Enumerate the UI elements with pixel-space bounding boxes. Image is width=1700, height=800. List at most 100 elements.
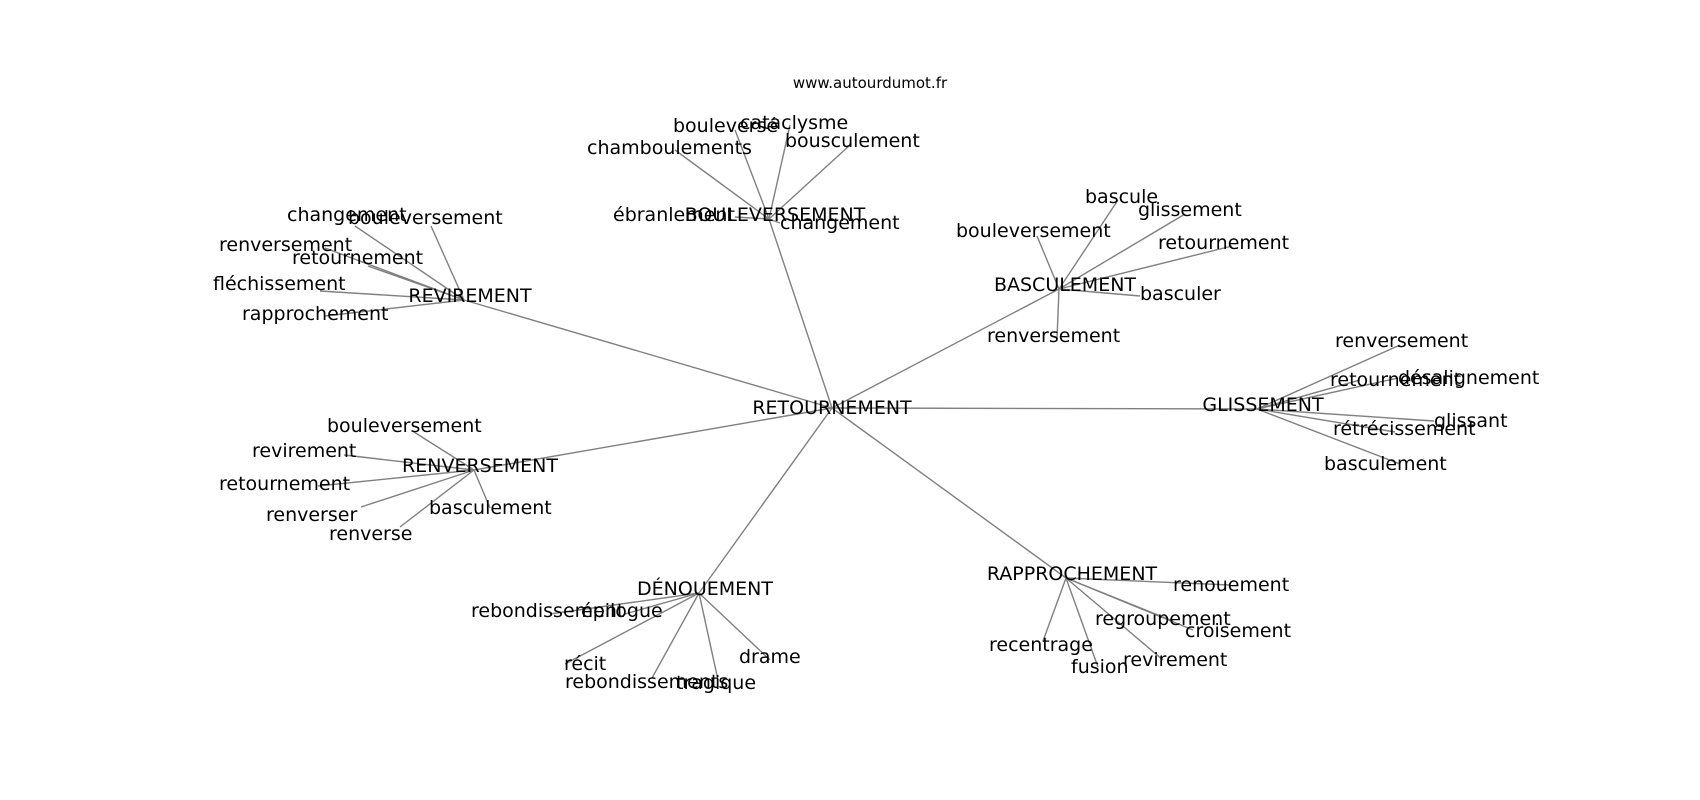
edge-denouement-leaf-4 [698, 592, 719, 681]
edge-basculement-leaf-5 [1056, 288, 1060, 340]
leaf-node-basculement-0: bascule [1085, 186, 1158, 208]
edge-denouement-leaf-5 [698, 592, 771, 661]
edge-rapprochement-leaf-3 [1042, 577, 1067, 642]
hub-node-denouement: DÉNOUEMENT [637, 577, 773, 600]
edge-basculement-leaf-2 [1036, 235, 1060, 290]
edge-bouleversement-leaf-4 [734, 216, 770, 220]
edge-rapprochement-leaf-0 [1065, 577, 1231, 586]
leaf-node-rapprochement-4: fusion [1071, 656, 1129, 678]
leaf-node-renversement-3: renverser [266, 504, 357, 526]
leaf-node-basculement-4: basculer [1140, 283, 1221, 305]
leaf-node-renversement-2: retournement [219, 473, 350, 495]
hub-node-renversement: RENVERSEMENT [402, 455, 558, 477]
leaf-node-rapprochement-3: recentrage [989, 634, 1093, 656]
edge-renversement-leaf-2 [317, 469, 475, 487]
edge-basculement-leaf-3 [1058, 245, 1233, 290]
source-label: www.autourdumot.fr [793, 74, 948, 92]
hub-node-revirement: REVIREMENT [408, 285, 532, 307]
leaf-node-denouement-3: rebondissements [565, 671, 728, 693]
edge-denouement-leaf-0 [549, 592, 700, 615]
labels-layer: RETOURNEMENT BOULEVERSEMENT bouleversécata… [213, 112, 1539, 694]
edge-glissement-leaf-3 [1256, 408, 1435, 422]
edge-revirement-leaf-1 [430, 225, 465, 301]
hub-node-rapprochement: RAPPROCHEMENT [987, 563, 1158, 585]
edge-revirement-leaf-5 [324, 299, 465, 317]
leaf-node-basculement-3: retournement [1158, 232, 1289, 254]
leaf-node-denouement-4: tragique [676, 672, 756, 694]
leaf-node-glissement-1: retournement [1330, 369, 1461, 391]
edge-center-renversement [473, 407, 833, 471]
leaf-node-bouleversement-3: chamboulements [587, 137, 752, 159]
edge-revirement-leaf-3 [367, 265, 465, 301]
leaf-node-denouement-0: rebondissement [471, 600, 624, 622]
leaf-node-rapprochement-2: croisement [1185, 620, 1291, 642]
leaf-node-revirement-5: rapprochement [242, 303, 388, 325]
edge-renversement-leaf-3 [360, 469, 475, 508]
edge-center-denouement [698, 407, 833, 594]
edge-bouleversement-leaf-5 [768, 218, 781, 224]
edge-denouement-leaf-1 [624, 592, 700, 615]
edge-revirement-leaf-0 [354, 225, 465, 301]
edge-glissement-leaf-0 [1256, 344, 1401, 410]
leaf-node-glissement-2: désalignement [1398, 367, 1539, 389]
leaf-node-basculement-1: glissement [1138, 199, 1242, 221]
edge-glissement-leaf-2 [1256, 377, 1399, 410]
edge-basculement-leaf-0 [1058, 199, 1119, 290]
edge-bouleversement-leaf-3 [674, 149, 770, 220]
edge-center-rapprochement [831, 407, 1067, 579]
leaf-node-bouleversement-2: bousculement [785, 130, 920, 152]
leaf-node-denouement-1: épilogue [581, 600, 663, 622]
leaf-node-bouleversement-1: cataclysme [740, 112, 848, 134]
leaf-node-revirement-0: changement [287, 204, 407, 226]
leaf-node-bouleversement-4: ébranlement [613, 204, 735, 226]
edge-bouleversement-leaf-2 [768, 144, 851, 220]
leaf-node-revirement-4: fléchissement [213, 273, 346, 295]
leaf-node-revirement-2: renversement [219, 234, 352, 256]
leaf-node-bouleversement-0: bouleversé [673, 115, 778, 137]
edge-revirement-leaf-4 [319, 290, 465, 301]
edge-bouleversement-leaf-0 [734, 129, 770, 220]
edge-basculement-leaf-1 [1058, 213, 1186, 290]
leaf-node-denouement-5: drame [739, 646, 801, 668]
leaf-node-revirement-1: bouleversement [348, 207, 503, 229]
edge-glissement-leaf-4 [1256, 408, 1396, 433]
hub-node-glissement: GLISSEMENT [1202, 394, 1324, 416]
leaf-node-revirement-3: retournement [292, 247, 423, 269]
edge-glissement-leaf-1 [1256, 379, 1361, 410]
edge-renversement-leaf-0 [413, 431, 475, 471]
edge-basculement-leaf-4 [1058, 288, 1141, 297]
center-node-label: RETOURNEMENT [752, 397, 912, 419]
hub-node-basculement: BASCULEMENT [994, 274, 1136, 296]
edge-rapprochement-leaf-5 [1065, 577, 1164, 661]
edge-center-glissement [831, 407, 1258, 410]
leaf-node-glissement-3: glissant [1434, 410, 1508, 432]
edge-rapprochement-leaf-4 [1065, 577, 1099, 668]
leaf-node-rapprochement-5: revirement [1123, 649, 1227, 671]
leaf-node-rapprochement-0: renouement [1173, 574, 1289, 596]
hub-node-bouleversement: BOULEVERSEMENT [685, 204, 866, 226]
edge-bouleversement-leaf-1 [768, 124, 791, 220]
leaf-node-renversement-0: bouleversement [327, 415, 482, 437]
leaf-node-bouleversement-5: changement [780, 212, 900, 234]
leaf-node-renversement-5: basculement [429, 497, 552, 519]
leaf-node-renversement-4: renverse [329, 523, 412, 545]
leaf-node-glissement-5: basculement [1324, 453, 1447, 475]
edge-denouement-leaf-2 [564, 592, 700, 665]
edge-rapprochement-leaf-2 [1065, 577, 1194, 631]
leaf-node-renversement-1: revirement [252, 440, 356, 462]
edge-renversement-leaf-1 [343, 454, 475, 471]
leaf-node-rapprochement-1: regroupement [1095, 608, 1231, 630]
edge-center-basculement [831, 288, 1060, 409]
edge-center-revirement [463, 299, 833, 409]
leaf-node-denouement-2: récit [564, 653, 606, 675]
leaf-node-basculement-5: renversement [987, 325, 1120, 347]
edge-renversement-leaf-5 [473, 469, 491, 509]
edges-layer [317, 124, 1435, 681]
leaf-node-glissement-0: renversement [1335, 330, 1468, 352]
edge-denouement-leaf-3 [651, 592, 700, 679]
edge-glissement-leaf-5 [1256, 408, 1401, 465]
leaf-node-glissement-4: rétrécissement [1333, 418, 1476, 440]
edge-renversement-leaf-4 [399, 469, 475, 528]
edge-center-bouleversement [768, 218, 833, 409]
